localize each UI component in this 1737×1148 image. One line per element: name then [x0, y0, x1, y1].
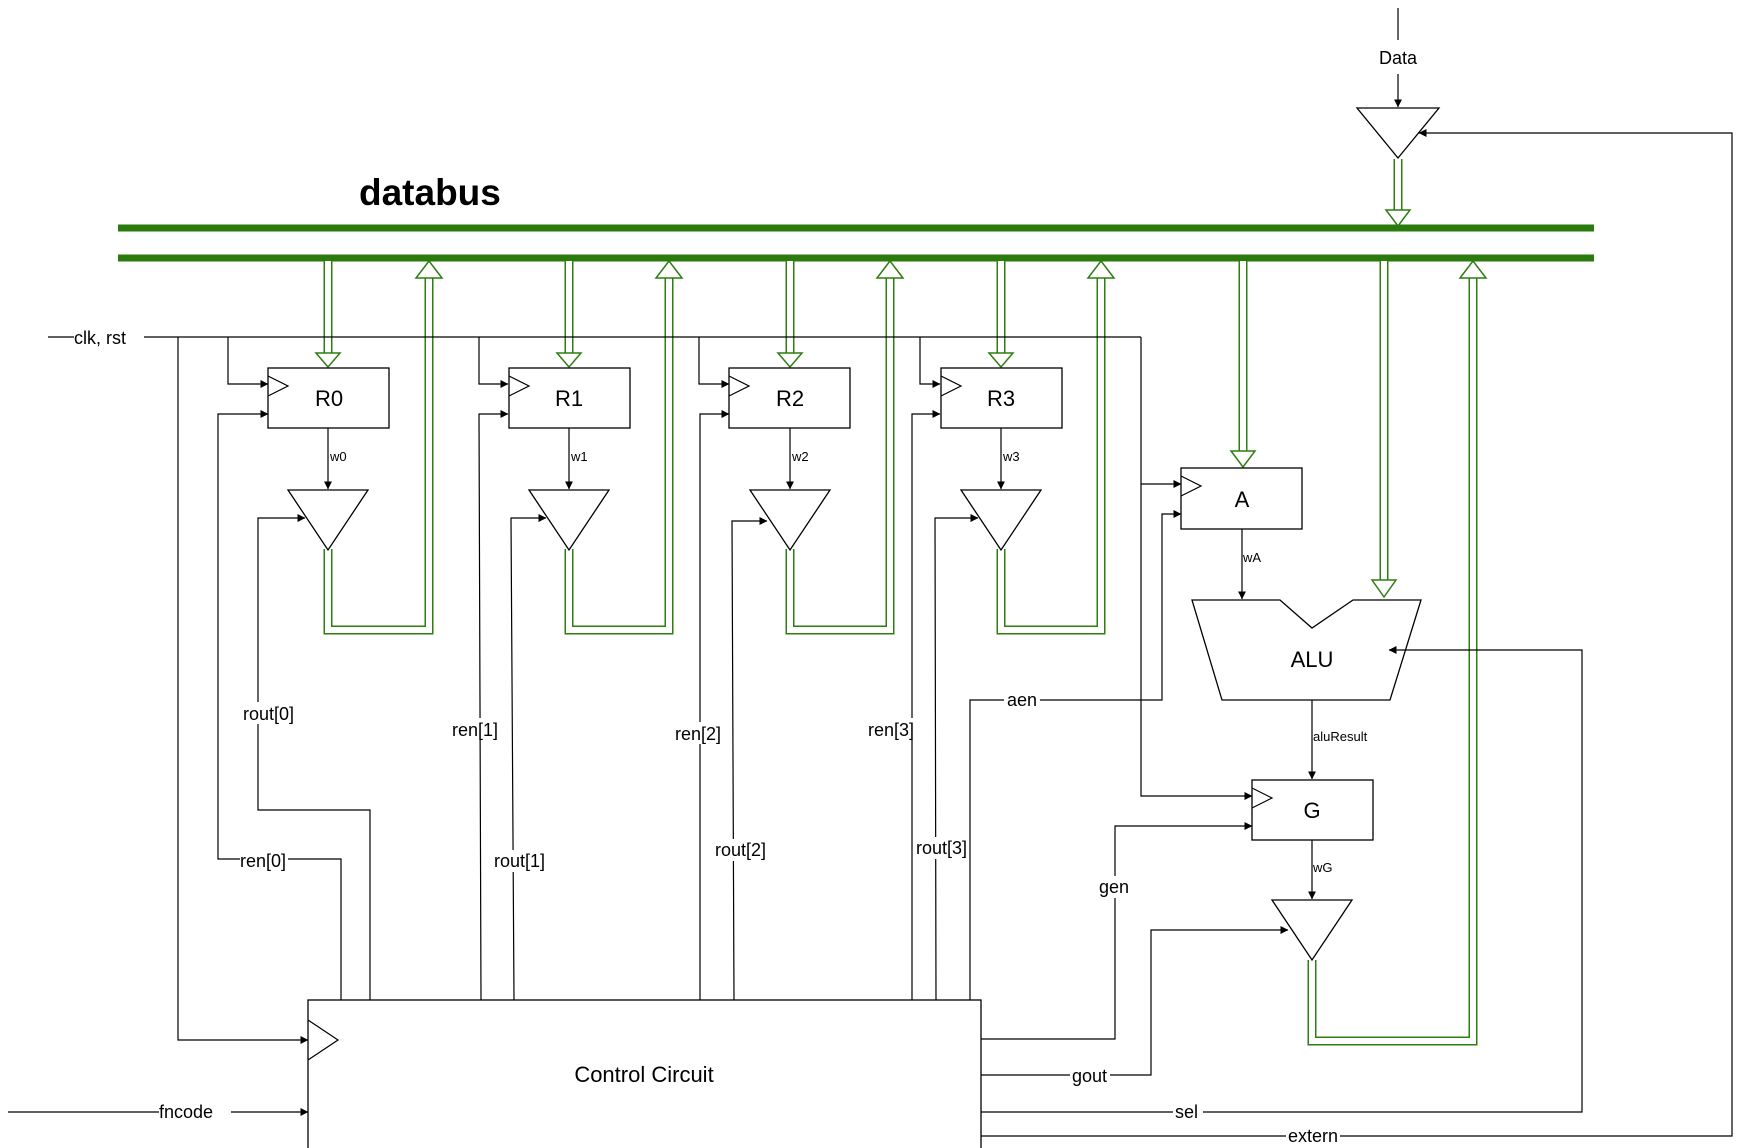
rout2-wire: [731, 517, 768, 1001]
alu-label: ALU: [1291, 647, 1334, 672]
clock-edge-icon: [267, 375, 290, 397]
rout1-label: rout[1]: [494, 851, 545, 871]
alu-block: ALU: [1191, 599, 1422, 701]
w2-label: w2: [791, 449, 809, 464]
clk-rst-label: clk, rst: [74, 328, 126, 348]
register-r3: R3: [940, 367, 1063, 429]
clk-to-g-wire: [1140, 484, 1253, 800]
register-a: A: [1180, 467, 1303, 530]
rout0-label: rout[0]: [243, 704, 294, 724]
wg-label: wG: [1312, 860, 1333, 875]
w3-label: w3: [1002, 449, 1020, 464]
ren1-label: ren[1]: [452, 720, 498, 740]
register-r2-label: R2: [776, 386, 804, 411]
register-r0-label: R0: [315, 386, 343, 411]
clock-edge-icon: [1251, 787, 1274, 809]
clk-to-control-wire: [177, 337, 309, 1044]
register-r2: R2: [728, 367, 851, 429]
ren2-label: ren[2]: [675, 724, 721, 744]
control-circuit-label: Control Circuit: [574, 1062, 713, 1087]
register-r0: R0: [267, 367, 390, 429]
clock-edge-icon: [508, 375, 531, 397]
gout-label: gout: [1072, 1066, 1107, 1086]
rout2-label: rout[2]: [715, 840, 766, 860]
clk-to-r2-wire: [698, 337, 730, 388]
alu-result-label: aluResult: [1313, 729, 1368, 744]
gen-label: gen: [1099, 877, 1129, 897]
w0-label: w0: [329, 449, 347, 464]
ren2-wire: [699, 410, 730, 1000]
clk-to-a-wire: [1140, 337, 1182, 488]
bus-to-a-arrow: [1229, 261, 1257, 469]
gout-wire: [981, 926, 1289, 1076]
control-circuit: Control Circuit: [307, 999, 982, 1148]
w1-label: w1: [570, 449, 588, 464]
rout3-label: rout[3]: [916, 838, 967, 858]
ren0-label: ren[0]: [240, 851, 286, 871]
bus-to-r2-arrow: [776, 261, 804, 369]
ren3-label: ren[3]: [868, 720, 914, 740]
sel-wire: [981, 646, 1583, 1113]
register-a-label: A: [1235, 487, 1250, 512]
rout3-wire: [934, 514, 979, 1001]
bus-to-r1-arrow: [555, 261, 583, 369]
aen-label: aen: [1007, 690, 1037, 710]
register-g-label: G: [1303, 798, 1320, 823]
clock-edge-icon: [307, 1019, 340, 1061]
extern-label: extern: [1288, 1126, 1338, 1146]
bus-to-r3-arrow: [987, 261, 1015, 369]
tristate-buffer-r0: [286, 489, 370, 552]
tristate-buffer-data: [1355, 107, 1441, 160]
extern-wire: [981, 129, 1733, 1137]
databus-title: databus: [359, 172, 501, 213]
clock-edge-icon: [940, 375, 963, 397]
clock-edge-icon: [1180, 475, 1203, 497]
r0-out-to-bus: [323, 259, 444, 635]
clk-to-r1-wire: [478, 337, 509, 388]
r2-out-to-bus: [785, 259, 905, 635]
rout1-wire: [510, 514, 547, 1001]
data-input-label: Data: [1379, 48, 1418, 68]
gen-wire: [981, 822, 1253, 1040]
clock-edge-icon: [728, 375, 751, 397]
clk-to-r3-wire: [919, 337, 941, 388]
register-r1-label: R1: [555, 386, 583, 411]
tristate-buffer-r2: [748, 489, 832, 552]
r1-out-to-bus: [564, 259, 684, 635]
data-to-bus-arrow: [1384, 159, 1412, 228]
ren1-wire: [478, 410, 509, 1001]
fncode-label: fncode: [159, 1102, 213, 1122]
ren0-wire: [217, 410, 342, 1000]
r3-out-to-bus: [996, 259, 1116, 635]
tristate-buffer-g: [1270, 899, 1354, 962]
tristate-buffer-r3: [959, 489, 1043, 552]
tristate-buffer-r1: [527, 489, 611, 552]
register-r3-label: R3: [987, 386, 1015, 411]
aen-wire: [969, 510, 1182, 1000]
wa-label: wA: [1242, 550, 1261, 565]
rout0-wire: [257, 514, 371, 1000]
ren3-wire: [911, 410, 941, 1000]
bus-to-alu-arrow: [1370, 261, 1398, 599]
register-g: G: [1251, 779, 1374, 841]
register-r1: R1: [508, 367, 631, 429]
g-out-to-bus: [1307, 259, 1488, 1046]
bus-to-r0-arrow: [314, 261, 342, 369]
clk-to-r0-wire: [227, 337, 269, 388]
sel-label: sel: [1175, 1102, 1198, 1122]
